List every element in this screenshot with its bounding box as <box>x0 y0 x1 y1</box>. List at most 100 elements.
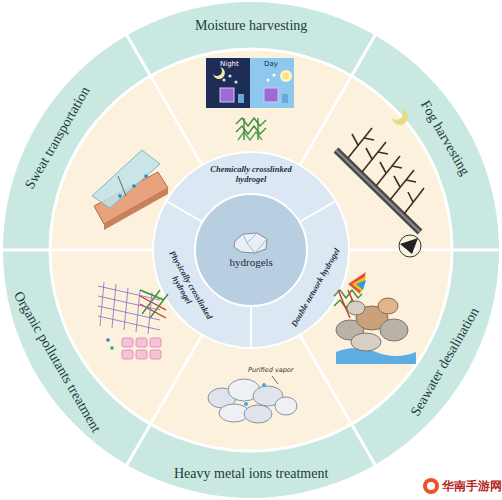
picture-label: Purified vapor <box>248 366 294 374</box>
network-icon <box>257 118 258 140</box>
organic-illustration <box>112 284 116 328</box>
organic-illustration <box>110 346 114 350</box>
inner-dividers <box>166 201 336 348</box>
fog-illustration <box>336 150 420 232</box>
organic-illustration <box>98 316 160 330</box>
wheel-rings <box>195 194 307 306</box>
seawater-illustration <box>336 348 416 364</box>
sector-dividers <box>2 34 500 465</box>
moisture-illustration <box>234 80 237 83</box>
sector-dividers <box>300 34 376 165</box>
watermark: 华南手游网 <box>442 478 502 495</box>
fog-illustration <box>364 138 374 140</box>
application-segment: Moisture harvesting <box>192 17 310 35</box>
moisture-illustration <box>250 58 294 108</box>
moisture-illustration <box>280 70 292 82</box>
segment-label: Chemically crosslinked hydrogel <box>204 165 298 185</box>
sector-dividers <box>349 249 500 252</box>
fog-illustration <box>352 134 358 145</box>
organic-illustration <box>136 290 140 332</box>
organic-illustration <box>122 338 133 347</box>
network-icon <box>243 118 244 140</box>
moisture-illustration <box>264 88 278 102</box>
wheel-rings <box>153 152 349 348</box>
sweat-illustration <box>118 194 122 198</box>
watermark-logo <box>423 478 439 494</box>
picture-label: Day <box>264 60 278 68</box>
sweat-illustration <box>92 150 160 208</box>
fog-illustration <box>362 142 386 172</box>
hydrogel-type-segment: Chemically crosslinked hydrogel <box>201 164 301 186</box>
moisture-illustration <box>283 73 290 80</box>
inner-dividers <box>299 201 336 223</box>
fog-illustration <box>392 109 408 125</box>
center-label: hydrogels <box>230 256 273 269</box>
gel-icon <box>234 233 267 253</box>
organic-illustration <box>122 338 161 359</box>
fog-illustration <box>348 128 372 158</box>
fog-illustration <box>408 192 413 202</box>
seawater-illustration <box>380 319 408 341</box>
network-icon <box>236 126 266 134</box>
organic-illustration <box>136 338 147 347</box>
fog-illustration <box>400 238 418 254</box>
segment-label: Heavy metal ions treatment <box>174 466 328 482</box>
seawater-illustration <box>347 301 365 315</box>
moisture-illustration <box>238 94 244 103</box>
inner-dividers <box>166 201 203 223</box>
watermark-logo <box>423 478 439 494</box>
seawater-illustration <box>348 272 366 294</box>
fog-illustration <box>366 148 372 159</box>
gel-icon <box>231 231 271 255</box>
network-icon <box>140 290 168 318</box>
organic-illustration <box>148 292 152 334</box>
heavy-metal-illustration <box>262 383 266 387</box>
fog-illustration <box>404 188 424 214</box>
seawater-illustration <box>378 298 398 314</box>
heavy-metal-illustration <box>272 376 278 384</box>
seawater-illustration <box>352 276 366 292</box>
moisture-illustration <box>228 74 231 77</box>
organic-illustration <box>122 350 133 359</box>
fog-illustration <box>399 235 421 257</box>
moisture-illustration <box>266 78 269 81</box>
fog-illustration <box>348 128 424 214</box>
fog-illustration <box>336 150 420 232</box>
moisture-illustration <box>282 94 288 103</box>
moisture-illustration <box>213 67 225 79</box>
inner-dividers <box>250 305 252 348</box>
heavy-metal-illustration <box>275 397 297 415</box>
sweat-illustration <box>144 174 148 178</box>
wheel-rings <box>3 2 499 498</box>
organic-illustration <box>150 338 161 347</box>
organic-illustration <box>106 338 110 342</box>
fog-illustration <box>376 156 400 186</box>
gel-icon <box>247 239 267 253</box>
fog-illustration <box>406 180 416 182</box>
heavy-metal-illustration <box>244 402 248 406</box>
moisture-illustration <box>220 88 234 102</box>
watermark-logo <box>427 482 435 490</box>
gel-icon <box>243 233 257 243</box>
fog-illustration <box>336 109 424 257</box>
segment-label: Moisture harvesting <box>195 18 307 34</box>
sector-dividers <box>2 249 153 252</box>
seawater-illustration <box>351 333 381 351</box>
sector-dividers <box>127 34 203 165</box>
fog-illustration <box>394 176 400 187</box>
moisture-illustration <box>272 73 275 76</box>
center-circle: hydrogels <box>227 230 276 270</box>
moisture-illustration <box>206 58 250 108</box>
organic-illustration <box>98 282 160 334</box>
organic-illustration <box>136 350 147 359</box>
moisture-illustration <box>206 58 294 108</box>
network-icon <box>236 118 266 126</box>
heavy-metal-illustration <box>244 405 272 423</box>
network-icon <box>236 118 266 140</box>
seawater-illustration <box>336 272 416 364</box>
organic-illustration <box>150 350 161 359</box>
fog-illustration <box>392 166 402 168</box>
application-segment: Heavy metal ions treatment <box>171 465 331 483</box>
heavy-metal-illustration <box>208 376 297 423</box>
